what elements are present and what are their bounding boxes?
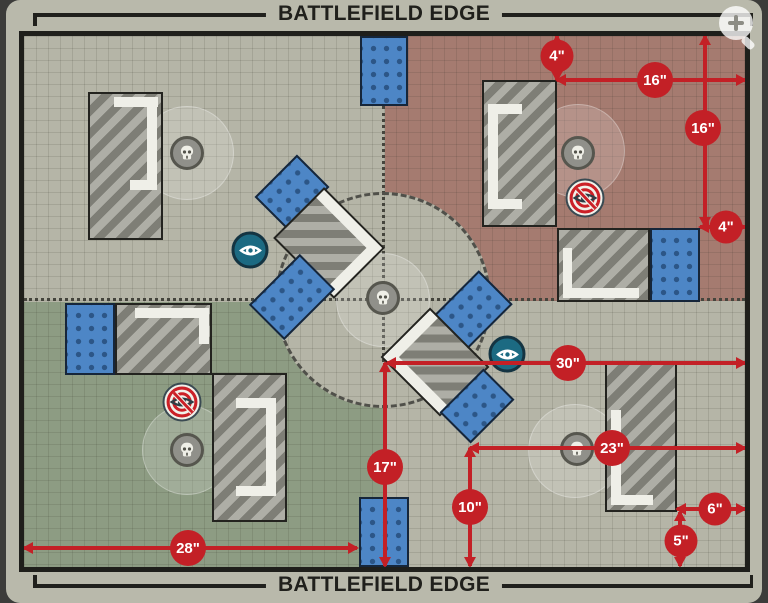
badge-16in-horizontal: 16" bbox=[637, 62, 673, 98]
battlefield-board: 4" 16" 16" 4" 30" 23" 17" 10" 28" 6" 5" bbox=[19, 31, 750, 572]
skull-icon bbox=[170, 136, 204, 170]
badge-17in: 17" bbox=[367, 449, 403, 485]
no-sight-target-icon bbox=[162, 382, 202, 422]
badge-5in: 5" bbox=[664, 524, 698, 558]
badge-10in: 10" bbox=[452, 489, 488, 525]
bottom-bracket-right-tick bbox=[749, 574, 753, 588]
magnifier-zoom-in-icon[interactable] bbox=[719, 6, 753, 40]
skull-icon bbox=[366, 281, 400, 315]
badge-4in-right: 4" bbox=[709, 210, 743, 244]
no-sight-target-icon bbox=[565, 178, 605, 218]
badge-6in: 6" bbox=[698, 492, 732, 526]
badge-4in-top: 4" bbox=[540, 39, 574, 73]
ruin-terrain-bottom-left bbox=[212, 373, 287, 522]
crate-terrain-top-center bbox=[360, 36, 408, 106]
ruin-terrain-right-low bbox=[557, 228, 650, 302]
crate-terrain-right bbox=[650, 228, 700, 302]
badge-23in: 23" bbox=[594, 430, 630, 466]
bottom-bracket-left-tick bbox=[33, 574, 37, 588]
battlefield-edge-label-top: BATTLEFIELD EDGE bbox=[265, 2, 503, 26]
ruin-terrain-top-left bbox=[88, 92, 163, 240]
skull-icon bbox=[561, 136, 595, 170]
top-bracket-left-tick bbox=[33, 13, 37, 26]
eye-icon bbox=[231, 231, 269, 269]
ruin-terrain-left-mid bbox=[115, 303, 212, 375]
ruin-terrain-top-right bbox=[482, 80, 557, 227]
battlefield-edge-label-bottom: BATTLEFIELD EDGE bbox=[265, 573, 503, 597]
crate-terrain-left bbox=[65, 303, 115, 375]
skull-icon bbox=[170, 433, 204, 467]
badge-16in-vertical: 16" bbox=[685, 110, 721, 146]
badge-28in: 28" bbox=[170, 530, 206, 566]
badge-30in: 30" bbox=[550, 345, 586, 381]
map-frame: BATTLEFIELD EDGE BATTLEFIELD EDGE bbox=[6, 0, 762, 603]
eye-icon bbox=[488, 335, 526, 373]
